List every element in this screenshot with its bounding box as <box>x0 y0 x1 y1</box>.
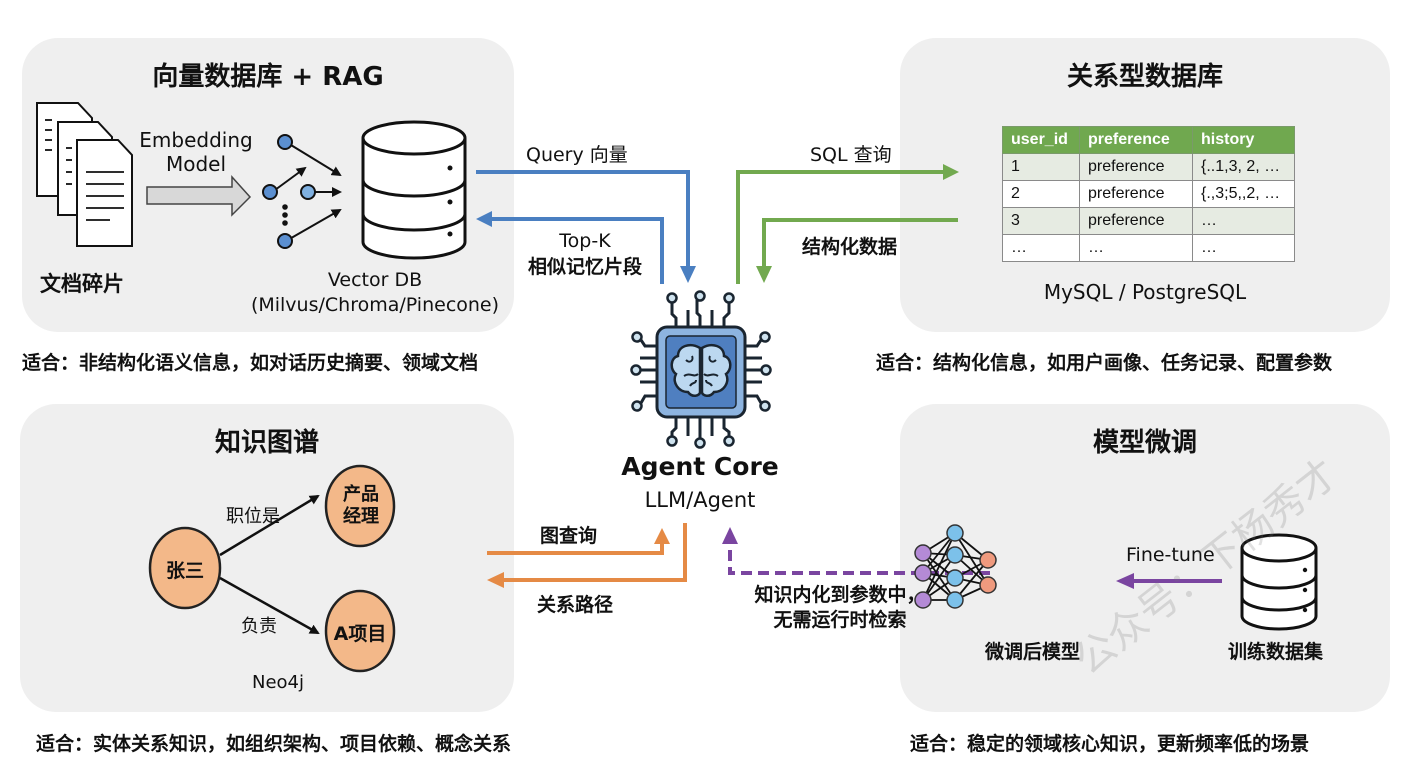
vector-panel-title: 向量数据库 + RAG <box>152 62 384 92</box>
col-history: history <box>1192 126 1295 154</box>
relation-path-label: 关系路径 <box>537 594 614 616</box>
finetuned-model-label: 微调后模型 <box>985 641 1081 663</box>
agent-brain-chip-icon <box>630 290 772 449</box>
node-role-line1: 产品 <box>343 484 379 505</box>
finetune-panel-title: 模型微调 <box>1092 428 1197 458</box>
internalize-label-line2: 无需运行时检索 <box>773 609 907 631</box>
graph-panel-note: 适合：实体关系知识，如组织架构、项目依赖、概念关系 <box>36 733 512 755</box>
sql-query-label: SQL 查询 <box>810 144 892 166</box>
table-header-row: user_id preference history <box>1002 126 1295 154</box>
embedding-label: Embedding Model <box>136 128 256 176</box>
internalize-arrow <box>722 527 990 575</box>
vector-db-label: Vector DB (Milvus/Chroma/Pinecone) <box>230 268 520 318</box>
finetune-panel-note: 适合：稳定的领域核心知识，更新频率低的场景 <box>910 733 1310 755</box>
agent-core-subtitle: LLM/Agent <box>644 488 756 512</box>
structured-data-arrow <box>756 218 958 283</box>
training-dataset-label: 训练数据集 <box>1228 641 1324 663</box>
topk-label: Top-K 相似记忆片段 <box>500 228 670 280</box>
table-cell: … <box>1079 234 1193 262</box>
topk-arrow <box>476 211 664 284</box>
query-vector-arrow <box>476 170 696 283</box>
graph-node-role <box>324 464 396 548</box>
docs-label: 文档碎片 <box>40 272 124 296</box>
relation-path-arrow <box>487 523 687 588</box>
vector-panel-note: 适合：非结构化语义信息，如对话历史摘要、领域文档 <box>22 352 479 374</box>
sql-query-arrow <box>736 164 959 284</box>
internalize-label-line1: 知识内化到参数中， <box>754 584 926 606</box>
embedding-label-line1: Embedding <box>139 128 253 152</box>
edge-position-label: 职位是 <box>226 506 280 527</box>
table-cell: … <box>1192 234 1295 262</box>
knowledge-graph-panel <box>20 404 514 712</box>
finetune-arrow-label: Fine-tune <box>1126 544 1215 566</box>
vector-points-icon <box>262 134 342 249</box>
table-cell: … <box>1192 207 1295 235</box>
neural-network-icon <box>914 524 997 609</box>
table-row: … … … <box>1002 234 1295 262</box>
edge-responsible-label: 负责 <box>241 616 277 637</box>
table-cell: 2 <box>1002 180 1080 208</box>
table-cell: {..1,3, 2, … <box>1192 153 1295 181</box>
internalize-label: 知识内化到参数中， 无需运行时检索 <box>740 583 940 633</box>
table-cell: 1 <box>1002 153 1080 181</box>
vector-db-name: Vector DB <box>327 269 423 291</box>
finetune-arrow <box>1116 573 1222 589</box>
graph-node-project <box>324 589 396 673</box>
topk-label-line2: 相似记忆片段 <box>527 256 642 278</box>
relational-table: user_id preference history 1 preference … <box>1002 126 1295 262</box>
relational-panel-title: 关系型数据库 <box>1066 62 1223 92</box>
table-row: 2 preference {.,3;5,,2, … <box>1002 180 1295 208</box>
table-cell: preference <box>1079 180 1193 208</box>
agent-core-title: Agent Core <box>621 452 779 481</box>
table-cell: … <box>1002 234 1080 262</box>
query-vector-label: Query 向量 <box>526 144 628 166</box>
col-user-id: user_id <box>1002 126 1080 154</box>
training-dataset-icon <box>1240 533 1318 631</box>
embedding-label-line2: Model <box>165 152 227 176</box>
node-project-label: A项目 <box>333 623 387 645</box>
graph-query-label: 图查询 <box>540 525 598 547</box>
documents-icon <box>36 102 133 247</box>
graph-query-arrow <box>487 528 670 555</box>
node-role-line2: 经理 <box>343 506 379 527</box>
table-row: 3 preference … <box>1002 207 1295 235</box>
node-role-label: 产品 经理 <box>326 484 396 528</box>
relational-db-label: MySQL / PostgreSQL <box>1043 280 1247 304</box>
graph-panel-title: 知识图谱 <box>214 428 319 458</box>
vector-db-icon <box>361 120 467 260</box>
table-cell: {.,3;5,,2, … <box>1192 180 1295 208</box>
topk-label-line1: Top-K <box>559 230 611 252</box>
table-cell: preference <box>1079 153 1193 181</box>
embedding-arrow <box>146 175 252 217</box>
neo4j-label: Neo4j <box>252 672 305 693</box>
table-row: 1 preference {..1,3, 2, … <box>1002 153 1295 181</box>
structured-data-label: 结构化数据 <box>802 236 898 258</box>
node-person-label: 张三 <box>165 560 204 582</box>
vector-db-products: (Milvus/Chroma/Pinecone) <box>250 294 500 316</box>
col-preference: preference <box>1079 126 1193 154</box>
graph-node-person <box>148 526 222 610</box>
relational-panel-note: 适合：结构化信息，如用户画像、任务记录、配置参数 <box>876 352 1333 374</box>
graph-edges <box>219 494 320 635</box>
table-cell: preference <box>1079 207 1193 235</box>
table-cell: 3 <box>1002 207 1080 235</box>
